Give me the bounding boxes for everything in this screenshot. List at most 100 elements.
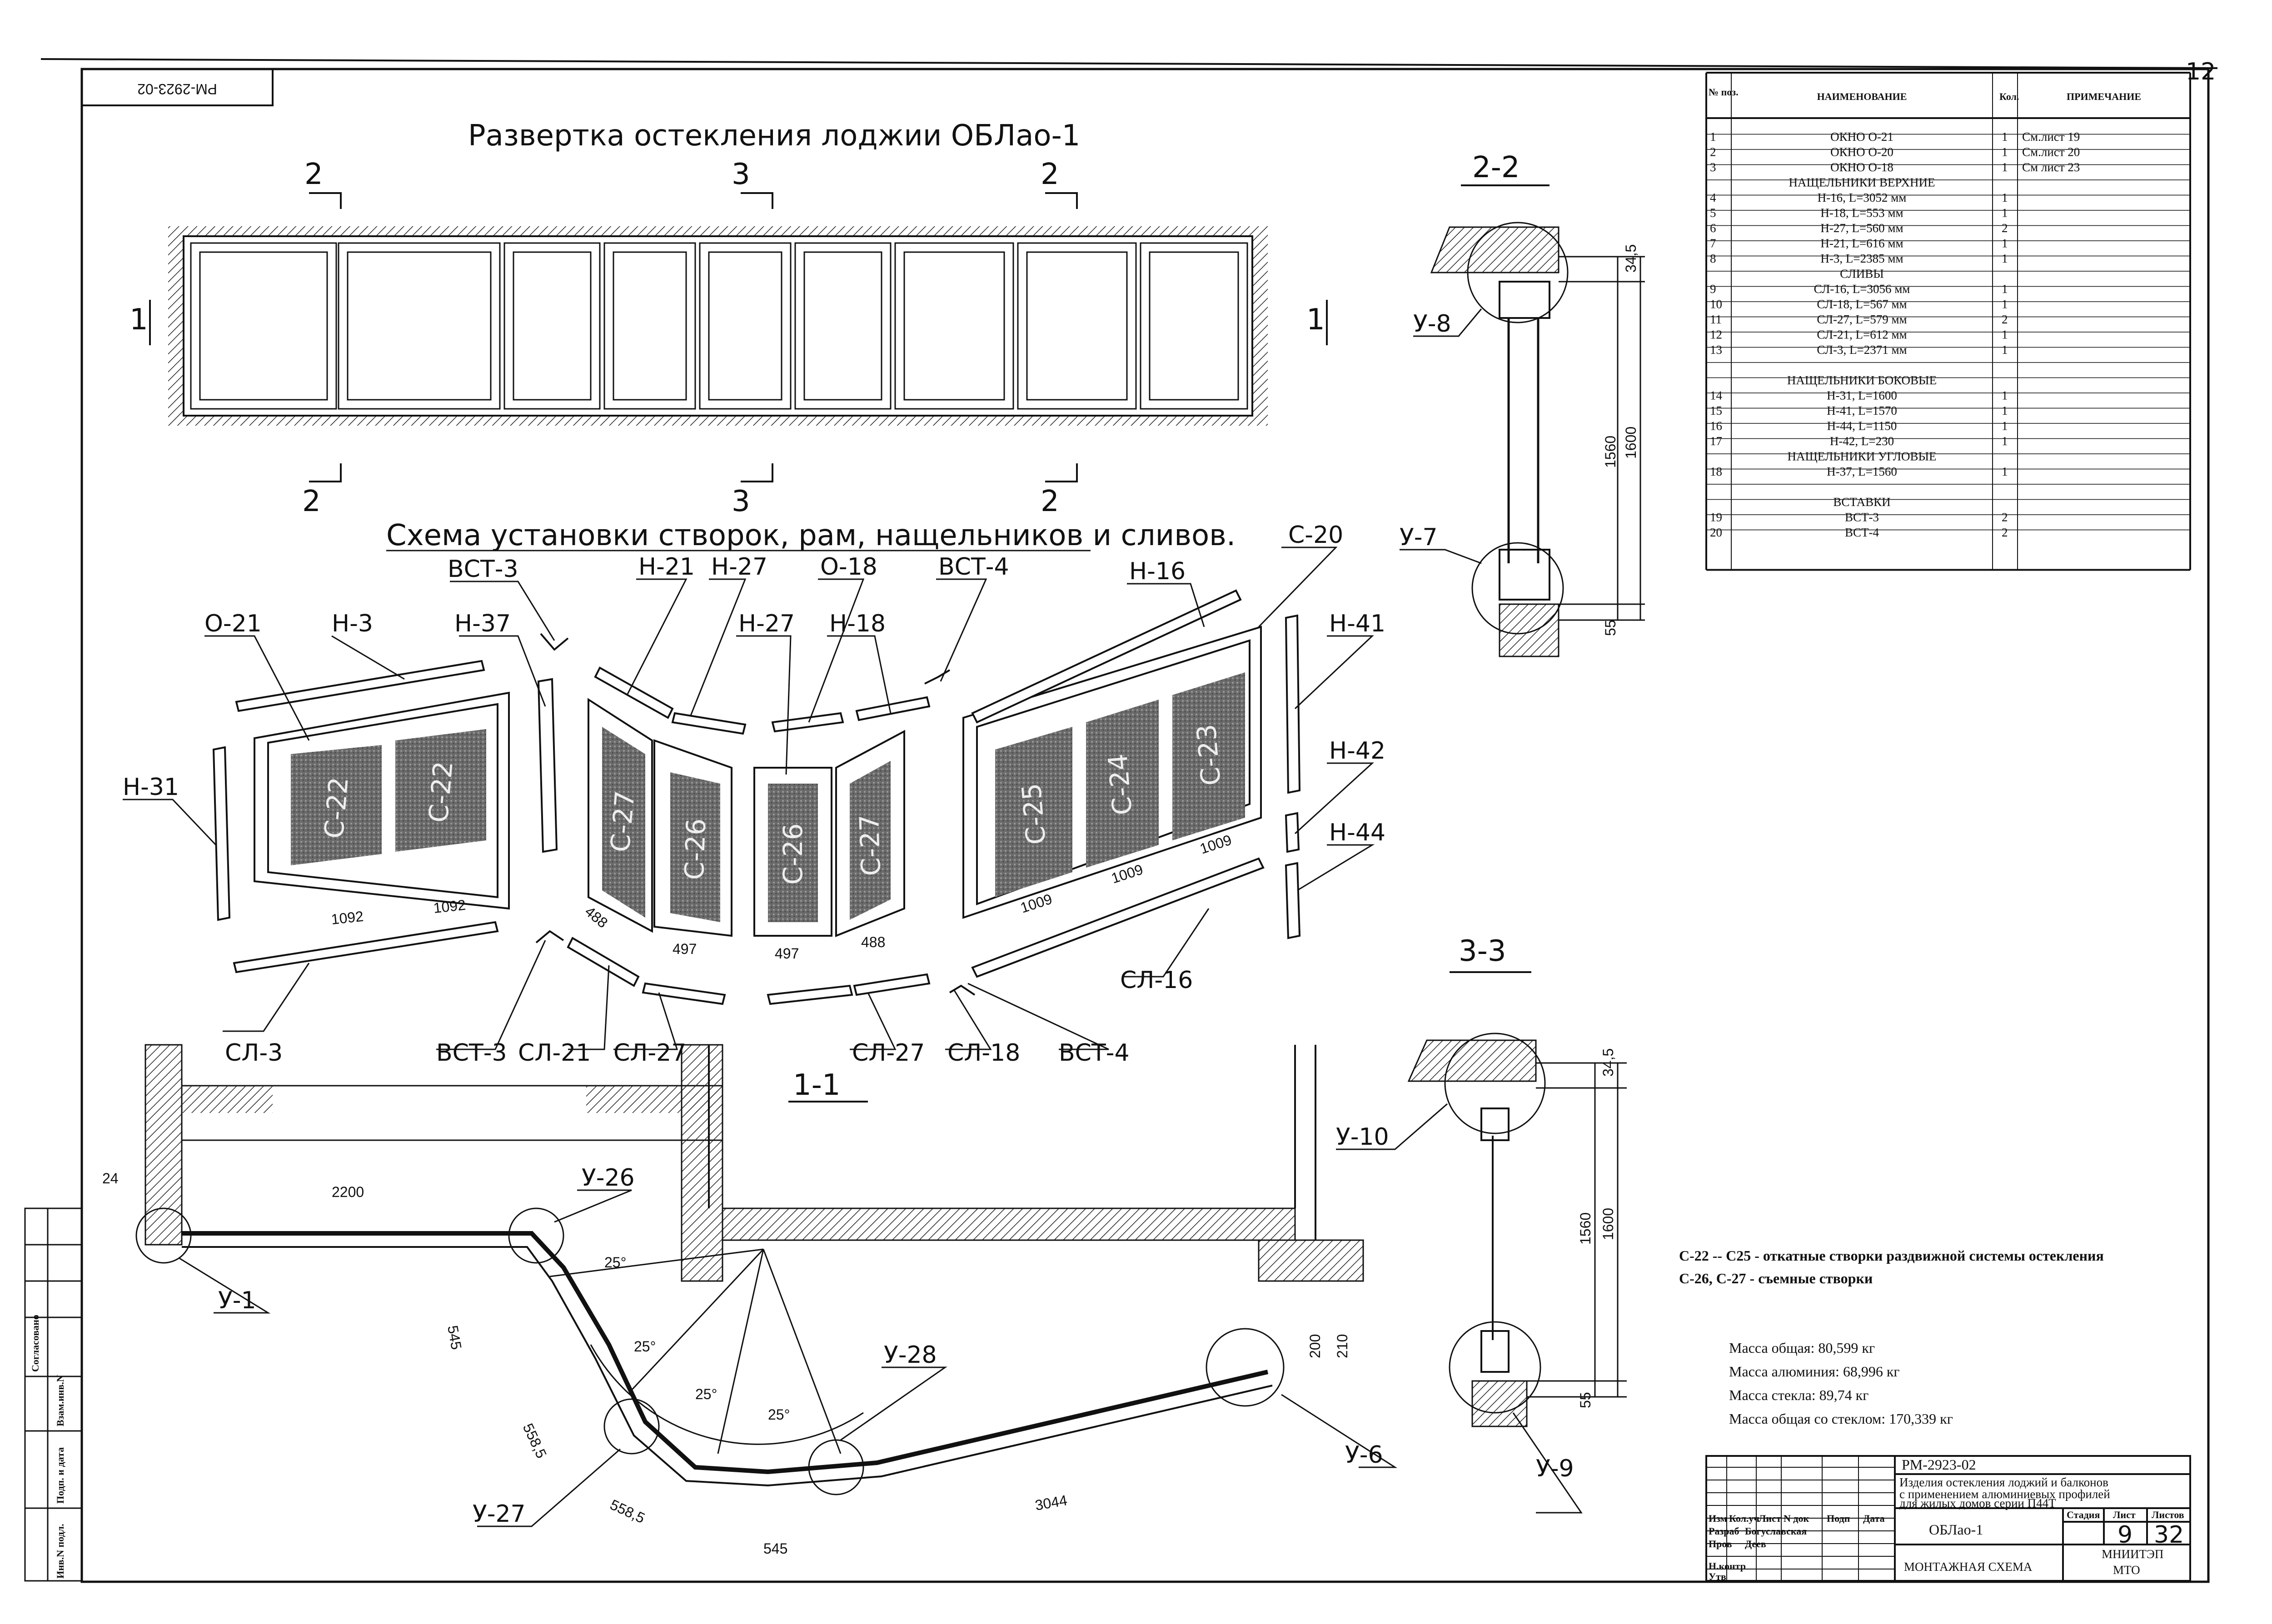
title-block-stage-header: Стадия	[2067, 1509, 2100, 1520]
title-block-drawing-name: МОНТАЖНАЯ СХЕМА	[1904, 1560, 2033, 1574]
elevation-bay	[1017, 242, 1137, 410]
elevation-pane	[708, 251, 782, 401]
label-h41: Н-41	[1329, 610, 1385, 637]
dim-1092b: 1092	[433, 897, 467, 916]
table-cell: 2	[2002, 526, 2008, 539]
label-h27a: Н-27	[711, 553, 767, 581]
dim-1560a: 1560	[1602, 436, 1619, 468]
label-o18: О-18	[820, 553, 877, 581]
tb-kol: Кол.уч	[1729, 1513, 1759, 1524]
label-c20: С-20	[1288, 521, 1343, 549]
angle-25d: 25°	[768, 1406, 790, 1423]
exploded-window-o20	[962, 626, 1262, 919]
table-cell: 11	[1710, 313, 1722, 326]
table-cell: Кол.	[1999, 91, 2019, 102]
table-cell: 1	[2002, 389, 2008, 402]
dim-1600b: 1600	[1600, 1208, 1616, 1240]
section-1-right: 1	[1306, 303, 1325, 337]
table-cell: ОКНО О-18	[1830, 160, 1893, 174]
title-block-sheets-header: Листов	[2152, 1509, 2184, 1520]
table-cell: НАЩЕЛЬНИКИ УГЛОВЫЕ	[1788, 450, 1937, 463]
label-sl18: СЛ-18	[947, 1039, 1020, 1067]
table-cell: 1	[1710, 130, 1716, 144]
node-u8: У-8	[1413, 310, 1451, 338]
table-cell: 19	[1710, 511, 1722, 524]
label-h31: Н-31	[123, 774, 179, 801]
node-callouts: У-8 У-7 У-10 У-9 У-1 У-26 У-27 У-28 У-6	[179, 308, 1583, 1528]
table-cell: СЛ-16, L=3056 мм	[1814, 282, 1910, 296]
table-cell: СЛ-21, L=612 мм	[1817, 328, 1907, 342]
table-cell: 1	[2002, 237, 2008, 250]
trims-and-sills	[212, 589, 1301, 1005]
label-vst4-top: ВСТ-4	[938, 553, 1009, 581]
node-u10: У-10	[1336, 1123, 1389, 1151]
table-cell: См лист 23	[2022, 160, 2080, 174]
elevation-bay	[338, 242, 501, 410]
table-cell: Н-44, L=1150	[1827, 419, 1897, 433]
corner-code-box: РМ-2923-02	[81, 68, 274, 106]
dim-1009c: 1009	[1198, 831, 1234, 857]
elevation-bay	[794, 242, 892, 410]
table-cell: 12	[1710, 328, 1722, 342]
table-cell: 2	[2002, 313, 2008, 326]
dim-1009b: 1009	[1109, 861, 1145, 886]
corner-code: РМ-2923-02	[137, 81, 217, 97]
label-h44: Н-44	[1329, 819, 1385, 846]
dim-1560b: 1560	[1577, 1212, 1594, 1245]
table-cell: 14	[1710, 389, 1723, 402]
mass-glass: Масса стекла: 89,74 кг	[1729, 1387, 1868, 1403]
table-cell: 1	[2002, 206, 2008, 220]
elevation-bay	[894, 242, 1014, 410]
section-2-left-top: 2	[304, 158, 323, 191]
label-sl3: СЛ-3	[225, 1039, 283, 1067]
sheet-frame	[40, 58, 2218, 1583]
table-cell: 2	[2002, 511, 2008, 524]
sash-c25: С-25	[1016, 782, 1052, 846]
dim-55b: 55	[1577, 1392, 1594, 1408]
tb-prov: Пров	[1709, 1538, 1732, 1550]
node-u26: У-26	[582, 1164, 635, 1192]
elevation-pane	[903, 251, 1005, 401]
title-block-desc1: Изделия остекления лоджий и балконов	[1899, 1475, 2108, 1489]
elevation-pane	[613, 251, 687, 401]
elevation-bay	[699, 242, 792, 410]
sash-c27a: С-27	[604, 790, 641, 854]
table-cell: 1	[2002, 252, 2008, 265]
dim-3044: 3044	[1034, 1492, 1068, 1514]
section-markers-top	[149, 192, 1328, 482]
mass-aluminium: Масса алюминия: 68,996 кг	[1729, 1363, 1900, 1380]
label-h16: Н-16	[1129, 558, 1186, 585]
label-h27b: Н-27	[738, 610, 795, 637]
node-u9: У-9	[1536, 1455, 1574, 1482]
table-cell: 3	[1710, 160, 1716, 174]
tb-list: Лист	[1759, 1513, 1781, 1524]
table-cell: Н-18, L=553 мм	[1820, 206, 1903, 220]
elevation-pane	[1149, 251, 1239, 401]
dim-345a: 34,5	[1623, 244, 1639, 273]
table-cell: ВСТ-3	[1845, 511, 1879, 524]
label-vst3-bot: ВСТ-3	[436, 1039, 507, 1067]
table-cell: 1	[2002, 298, 2008, 311]
table-cell: 1	[2002, 465, 2008, 478]
table-cell: Н-3, L=2385 мм	[1820, 252, 1903, 265]
table-cell: 17	[1710, 434, 1722, 448]
label-h37: Н-37	[454, 610, 511, 637]
table-cell: 10	[1710, 298, 1722, 311]
table-cell: НАЩЕЛЬНИКИ БОКОВЫЕ	[1787, 373, 1937, 387]
elevation-pane	[1026, 251, 1128, 401]
table-cell: 13	[1710, 343, 1722, 357]
exploded-window-o21	[254, 691, 510, 910]
section-3-3-title: 3-3	[1459, 934, 1506, 968]
table-cell: 6	[1710, 221, 1716, 235]
title-block-sheet-header: Лист	[2113, 1509, 2136, 1520]
sash-labels: С-22 С-22 С-27 С-26 С-26 С-27 С-25 С-24 …	[318, 723, 1227, 884]
elevation-pane	[513, 251, 592, 401]
stamp-podp: Подп. и дата	[55, 1447, 66, 1504]
tb-ndok: N док	[1784, 1513, 1809, 1524]
label-h3: Н-3	[332, 610, 373, 637]
title-block-desc2: с применением алюминиевых профилей	[1899, 1487, 2110, 1501]
table-cell: 1	[2002, 130, 2008, 144]
table-cell: 9	[1710, 282, 1716, 296]
table-cell: СЛ-3, L=2371 мм	[1817, 343, 1907, 357]
